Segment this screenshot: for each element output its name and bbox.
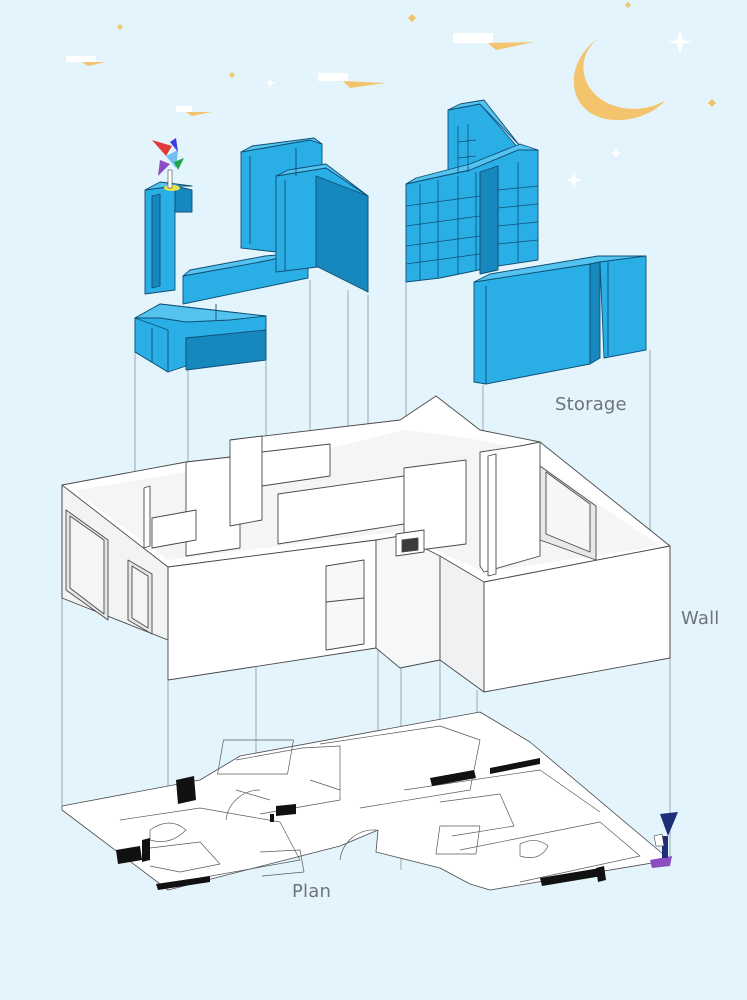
paper-plane-icon <box>453 33 534 50</box>
paper-plane-icon <box>66 56 106 66</box>
star-icon <box>117 24 123 30</box>
wall-layer-label: Wall <box>681 608 720 629</box>
paper-plane-icon <box>176 106 212 116</box>
plan-layer <box>61 711 678 891</box>
storage-layer-label: Storage <box>555 394 627 415</box>
storage-layer <box>134 99 647 385</box>
sky-decorations <box>66 2 716 188</box>
star-icon <box>408 14 416 22</box>
sparkle-icon <box>668 30 692 54</box>
star-icon <box>625 2 631 8</box>
sparkle-icon <box>566 172 582 188</box>
plan-layer-label: Plan <box>292 881 332 902</box>
wall-layer <box>61 395 671 693</box>
star-icon <box>229 72 235 78</box>
paper-plane-icon <box>318 73 386 88</box>
cabinet-shelving-right <box>405 99 539 283</box>
star-icon <box>708 99 716 107</box>
sparkle-icon <box>264 78 276 88</box>
moon-icon <box>573 35 666 121</box>
cabinet-panel-right <box>473 255 647 385</box>
wizard-figure-icon <box>152 138 184 191</box>
cabinet-wardrobe-middle <box>240 137 369 293</box>
wizard-figure-icon <box>650 812 678 868</box>
sparkle-icon <box>610 148 622 158</box>
